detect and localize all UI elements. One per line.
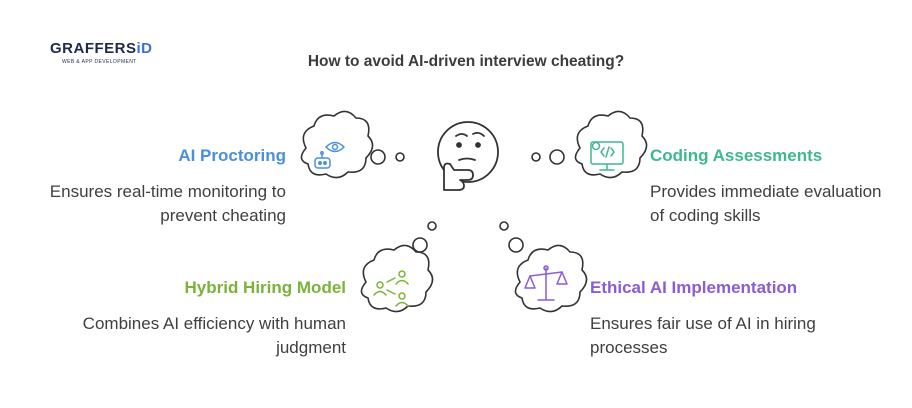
logo-tagline: WEB & APP DEVELOPMENT	[62, 59, 137, 65]
cloud-hybrid-hiring	[360, 244, 434, 313]
connector-bubble	[395, 152, 405, 162]
connector-bubble	[499, 221, 509, 231]
node-desc-coding-assessments: Provides immediate evaluation of coding …	[650, 182, 882, 225]
node-desc-ai-proctoring: Ensures real-time monitoring to prevent …	[49, 182, 286, 225]
node-title-ethical-ai: Ethical AI Implementation	[590, 278, 798, 297]
thinking-face-icon	[437, 121, 499, 191]
connector-bubble	[549, 149, 565, 165]
connector-bubble	[370, 149, 386, 165]
logo-wordmark: GRAFFERS	[50, 40, 137, 57]
balance-scale-icon	[524, 265, 568, 301]
company-logo: GRAFFERSiD WEB & APP DEVELOPMENT	[50, 40, 160, 70]
connector-bubble	[427, 221, 437, 231]
node-title-ai-proctoring: AI Proctoring	[178, 146, 286, 165]
robot-eye-icon	[314, 141, 346, 169]
logo-suffix: iD	[136, 40, 153, 57]
cloud-ethical-ai	[514, 244, 588, 313]
node-desc-hybrid-hiring: Combines AI efficiency with human judgme…	[82, 314, 346, 357]
connector-bubble	[508, 237, 524, 253]
node-title-coding-assessments: Coding Assessments	[650, 146, 823, 165]
code-monitor-icon	[590, 141, 624, 171]
diagram-title: How to avoid AI-driven interview cheatin…	[307, 53, 625, 70]
cloud-coding-assessments	[574, 110, 648, 179]
node-desc-ethical-ai: Ensures fair use of AI in hiring process…	[590, 314, 816, 357]
node-title-hybrid-hiring: Hybrid Hiring Model	[184, 278, 347, 297]
people-network-icon	[373, 270, 409, 307]
connector-bubble	[531, 152, 541, 162]
